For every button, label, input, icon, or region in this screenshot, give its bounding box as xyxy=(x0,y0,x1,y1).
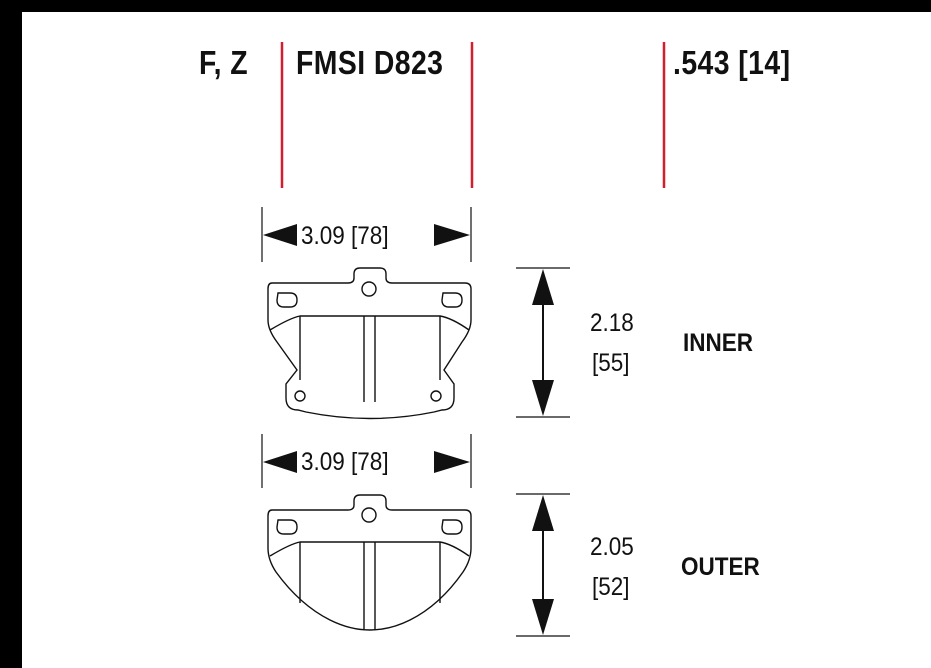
outer-width-label: 3.09 [78] xyxy=(301,448,389,476)
outer-height-dimension xyxy=(516,493,570,637)
spec-sheet xyxy=(22,12,931,668)
inner-pad-outline xyxy=(267,267,472,420)
outer-height-in: 2.05 xyxy=(590,533,634,561)
position-code: F, Z xyxy=(199,44,249,81)
outer-pad-outline xyxy=(267,494,472,631)
inner-width-dimension xyxy=(261,207,472,262)
inner-width-label: 3.09 [78] xyxy=(301,222,389,250)
outer-pad-label: OUTER xyxy=(681,553,760,581)
outer-height-mm: [52] xyxy=(592,573,630,601)
pad-thickness: .543 [14] xyxy=(673,44,791,81)
outer-width-dimension xyxy=(261,434,472,488)
inner-height-dimension xyxy=(516,267,570,418)
inner-height-in: 2.18 xyxy=(590,309,634,337)
fmsi-number: FMSI D823 xyxy=(296,44,444,81)
inner-height-mm: [55] xyxy=(592,349,630,377)
inner-pad-label: INNER xyxy=(683,329,754,357)
